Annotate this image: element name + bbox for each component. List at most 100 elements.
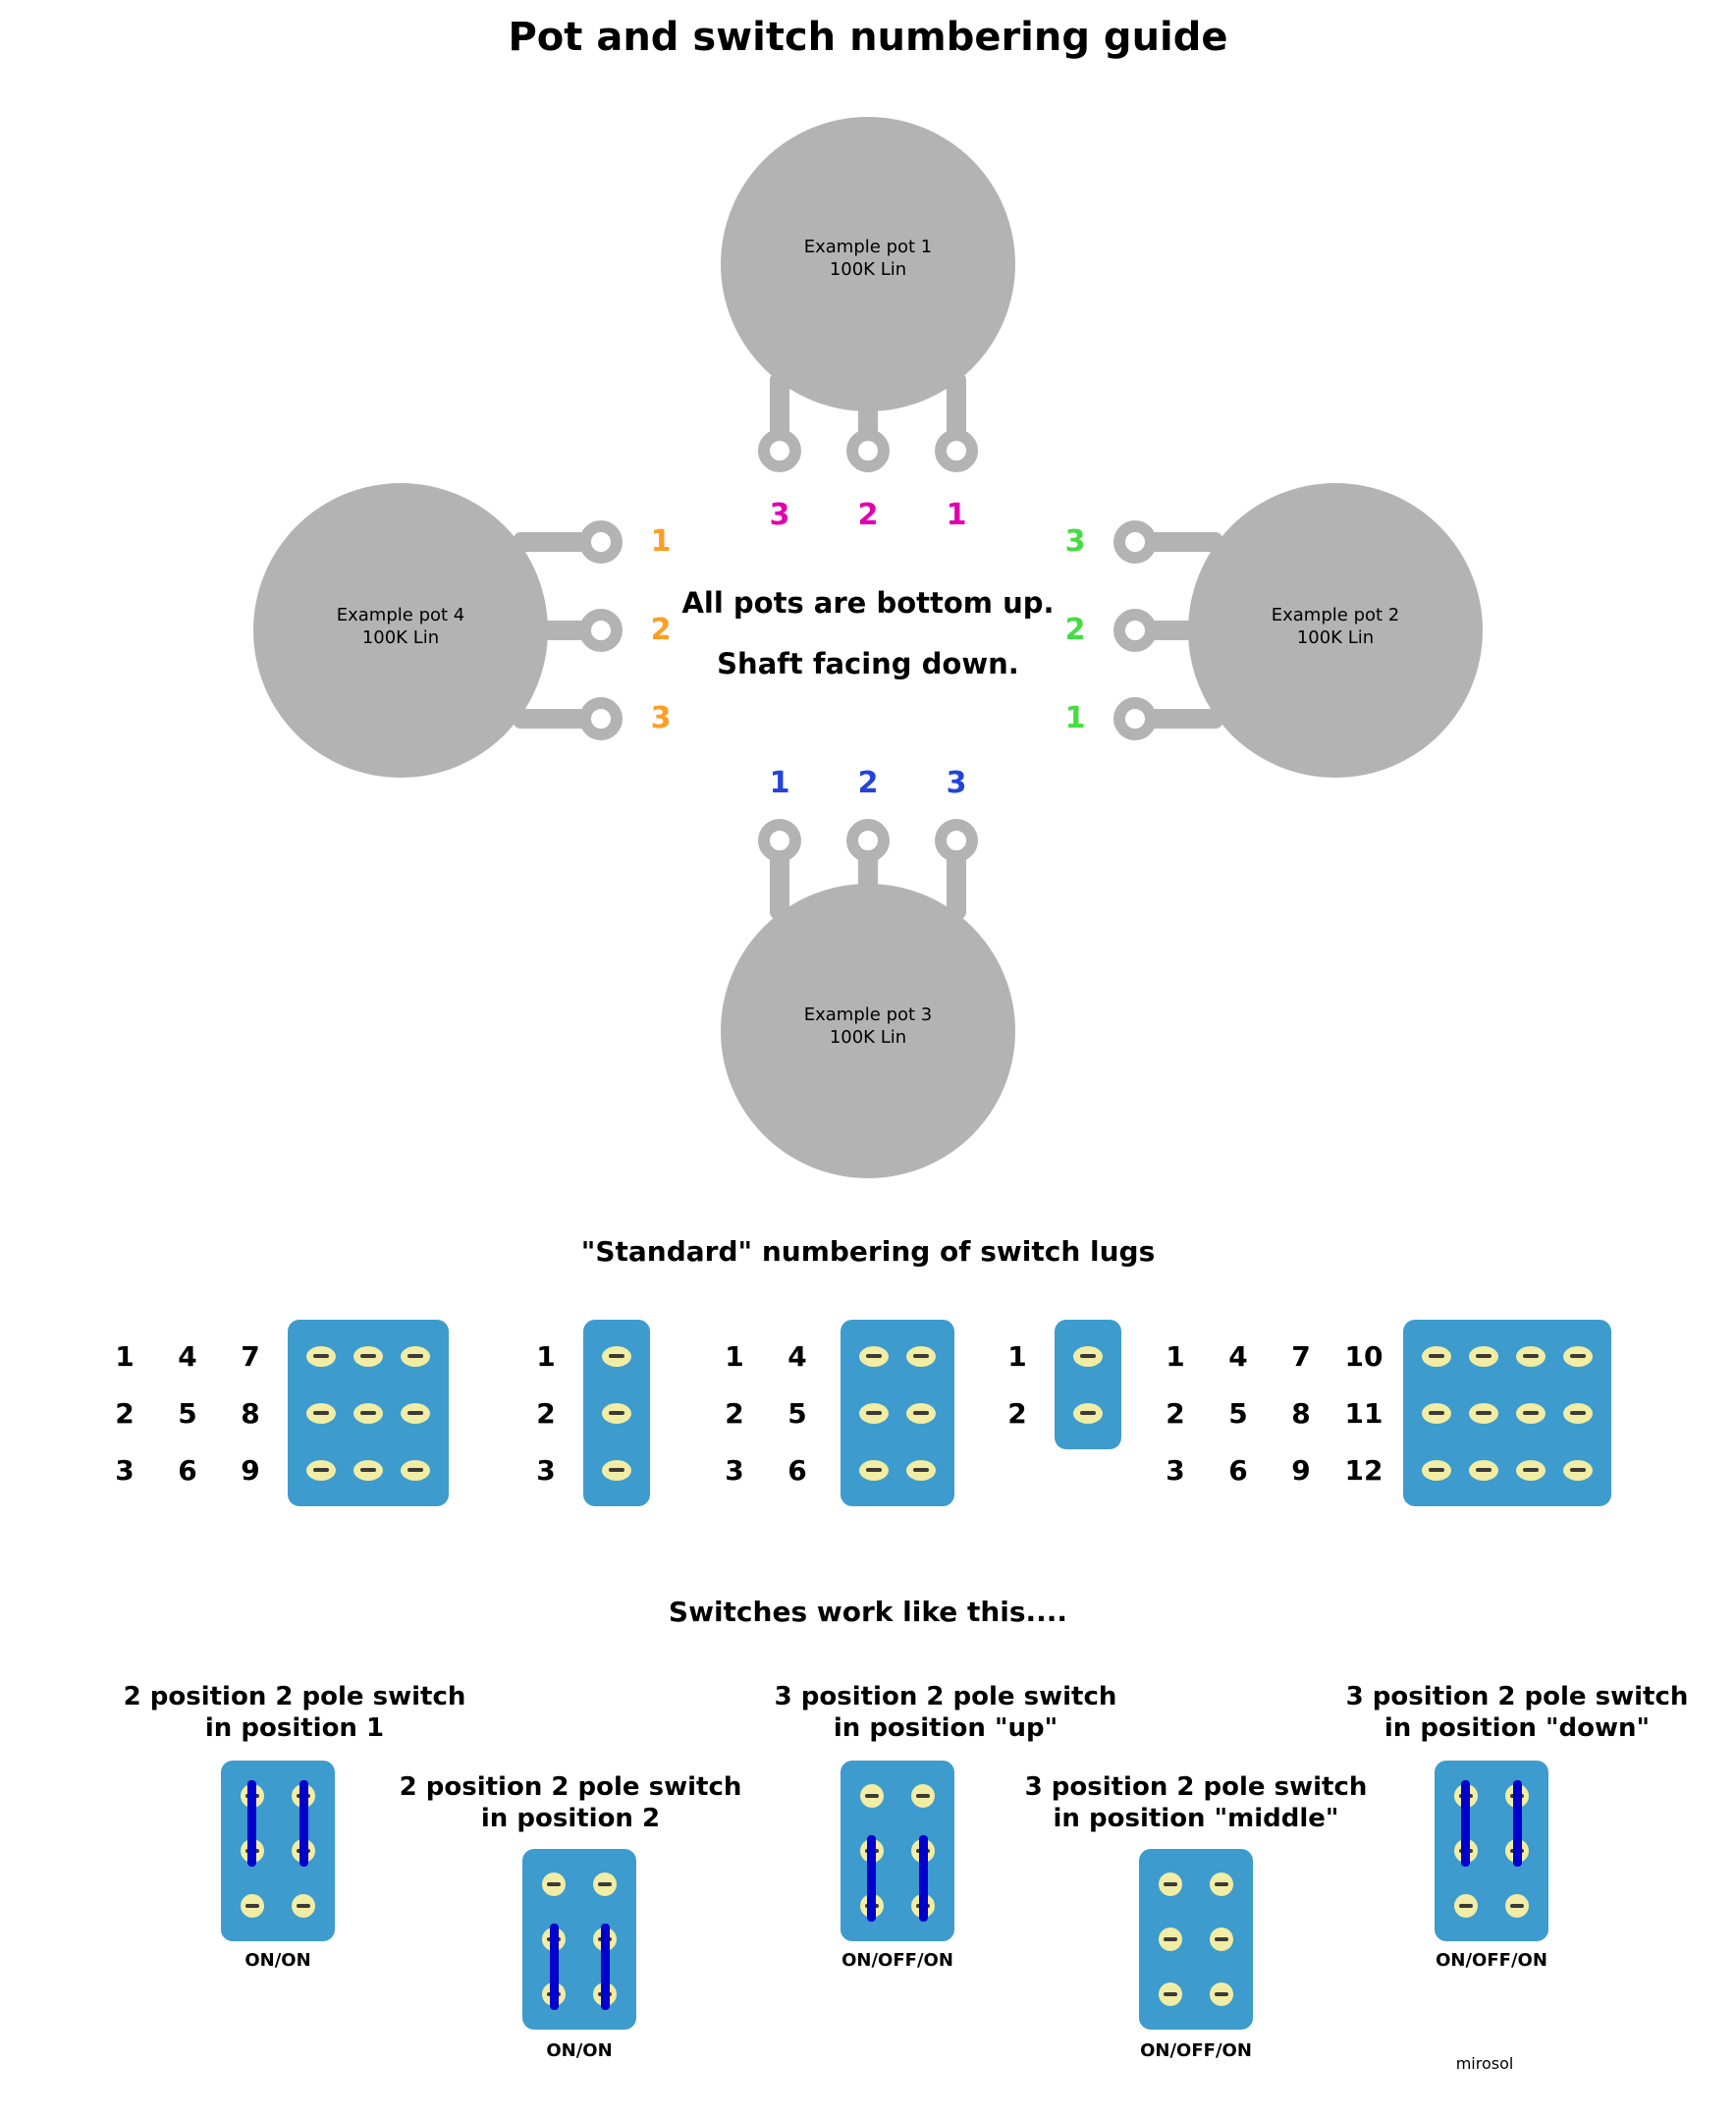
example1-switch <box>221 1761 335 1941</box>
lug-number: 2 <box>725 1396 744 1430</box>
pot2-lug-middle <box>1113 609 1157 652</box>
lug-numbers-3x3: 1 4 7 2 5 8 3 6 9 <box>93 1320 282 1506</box>
switch-lug <box>1159 1927 1182 1951</box>
lug-number: 6 <box>787 1453 807 1487</box>
switch-lug-block-3x3 <box>288 1320 449 1506</box>
pot4-lug-top <box>579 520 623 564</box>
lug-number: 5 <box>787 1396 807 1430</box>
switch-lug <box>1210 1873 1233 1896</box>
lug-numbers-4x3: 1 4 7 10 2 5 8 11 3 6 9 12 <box>1144 1320 1395 1506</box>
connection-bar <box>867 1835 876 1922</box>
lug-number: 3 <box>115 1453 135 1487</box>
pot2-label: Example pot 2 100K Lin <box>1188 604 1483 649</box>
switch-lug <box>1516 1459 1546 1481</box>
switch-lug <box>1516 1402 1546 1424</box>
lug-number: 6 <box>1228 1453 1248 1487</box>
example5-title-line1: 3 position 2 pole switch <box>1345 1682 1689 1711</box>
example4-title: 3 position 2 pole switch in position "mi… <box>980 1771 1412 1834</box>
switch-lug <box>859 1402 889 1424</box>
switch-lug <box>1422 1459 1451 1481</box>
lug-number: 11 <box>1344 1396 1383 1430</box>
lug-number: 6 <box>178 1453 197 1487</box>
switch-lug <box>1422 1345 1451 1367</box>
lug-numbers-1x3: 1 2 3 <box>515 1320 577 1506</box>
lug-number: 3 <box>725 1453 744 1487</box>
switch-lug <box>906 1459 936 1481</box>
switch-lug <box>1210 1927 1233 1951</box>
pot3-lug-number-1: 1 <box>769 766 790 800</box>
standard-numbering-heading: "Standard" numbering of switch lugs <box>580 1235 1156 1268</box>
example2-title: 2 position 2 pole switch in position 2 <box>354 1771 787 1834</box>
switch-lug <box>1073 1402 1103 1424</box>
pot3-lug-middle <box>846 819 890 862</box>
lug-number: 2 <box>536 1396 556 1430</box>
lug-number: 1 <box>1166 1339 1185 1373</box>
pot3-name: Example pot 3 <box>803 1004 933 1025</box>
switch-lug <box>911 1784 935 1808</box>
switch-lug <box>593 1873 617 1896</box>
switch-lug <box>859 1345 889 1367</box>
pot1-lug-number-1: 1 <box>946 498 967 532</box>
pot4-leg-3 <box>514 709 601 729</box>
example3-caption: ON/OFF/ON <box>841 1950 953 1971</box>
note-line-2: Shaft facing down. <box>717 647 1019 680</box>
lug-number: 5 <box>178 1396 197 1430</box>
pot4-value: 100K Lin <box>361 627 440 648</box>
pot2-name: Example pot 2 <box>1271 605 1400 625</box>
switch-lug <box>1516 1345 1546 1367</box>
switch-lug <box>1563 1459 1593 1481</box>
lug-number: 9 <box>241 1453 260 1487</box>
lug-number: 1 <box>725 1339 744 1373</box>
lug-number: 3 <box>1166 1453 1185 1487</box>
switch-lug <box>906 1402 936 1424</box>
switch-lug <box>401 1402 430 1424</box>
pot4-leg-1 <box>514 532 601 552</box>
lug-number: 1 <box>115 1339 135 1373</box>
switch-lug <box>1159 1982 1182 2006</box>
example2-caption: ON/ON <box>546 2040 613 2061</box>
pot1-label: Example pot 1 100K Lin <box>721 236 1015 281</box>
switch-lug-block-2x3 <box>841 1320 954 1506</box>
pot4-body <box>253 483 548 778</box>
lug-number: 4 <box>1228 1339 1248 1373</box>
lug-number: 4 <box>178 1339 197 1373</box>
example3-title: 3 position 2 pole switch in position "up… <box>730 1681 1162 1744</box>
pot3-lug-left <box>758 819 801 862</box>
lug-number: 8 <box>241 1396 260 1430</box>
switch-lug <box>1469 1402 1498 1424</box>
example2-title-line2: in position 2 <box>480 1804 661 1833</box>
connection-bar <box>299 1780 308 1867</box>
connection-bar <box>1513 1780 1522 1867</box>
pot3-lug-number-2: 2 <box>857 766 879 800</box>
lug-number: 1 <box>1007 1339 1027 1373</box>
example4-caption: ON/OFF/ON <box>1140 2040 1252 2061</box>
example5-switch <box>1435 1761 1548 1941</box>
switch-lug <box>306 1402 336 1424</box>
example1-title-line2: in position 1 <box>204 1713 385 1743</box>
pot2-leg-1 <box>1135 532 1222 552</box>
lug-number: 7 <box>1291 1339 1311 1373</box>
lug-number: 7 <box>241 1339 260 1373</box>
lug-number: 3 <box>536 1453 556 1487</box>
pot1-lug-right <box>935 429 978 472</box>
credit: mirosol <box>1455 2054 1514 2073</box>
pot2-lug-number-2: 2 <box>1064 613 1086 647</box>
pot2-lug-top <box>1113 520 1157 564</box>
example5-title: 3 position 2 pole switch in position "do… <box>1306 1681 1728 1744</box>
pot2-body <box>1188 483 1483 778</box>
lug-number: 5 <box>1228 1396 1248 1430</box>
pot4-lug-number-1: 1 <box>650 524 672 559</box>
switch-lug <box>859 1459 889 1481</box>
example3-title-line1: 3 position 2 pole switch <box>774 1682 1117 1711</box>
pot4-lug-number-3: 3 <box>650 701 672 735</box>
pot1-lug-number-3: 3 <box>769 498 790 532</box>
pot3-label: Example pot 3 100K Lin <box>721 1004 1015 1049</box>
lug-number: 2 <box>115 1396 135 1430</box>
switch-lug <box>1563 1345 1593 1367</box>
switch-lug <box>860 1784 884 1808</box>
pot4-name: Example pot 4 <box>336 605 465 625</box>
connection-bar <box>550 1924 559 2010</box>
page-title: Pot and switch numbering guide <box>508 15 1228 60</box>
switch-lug <box>401 1459 430 1481</box>
